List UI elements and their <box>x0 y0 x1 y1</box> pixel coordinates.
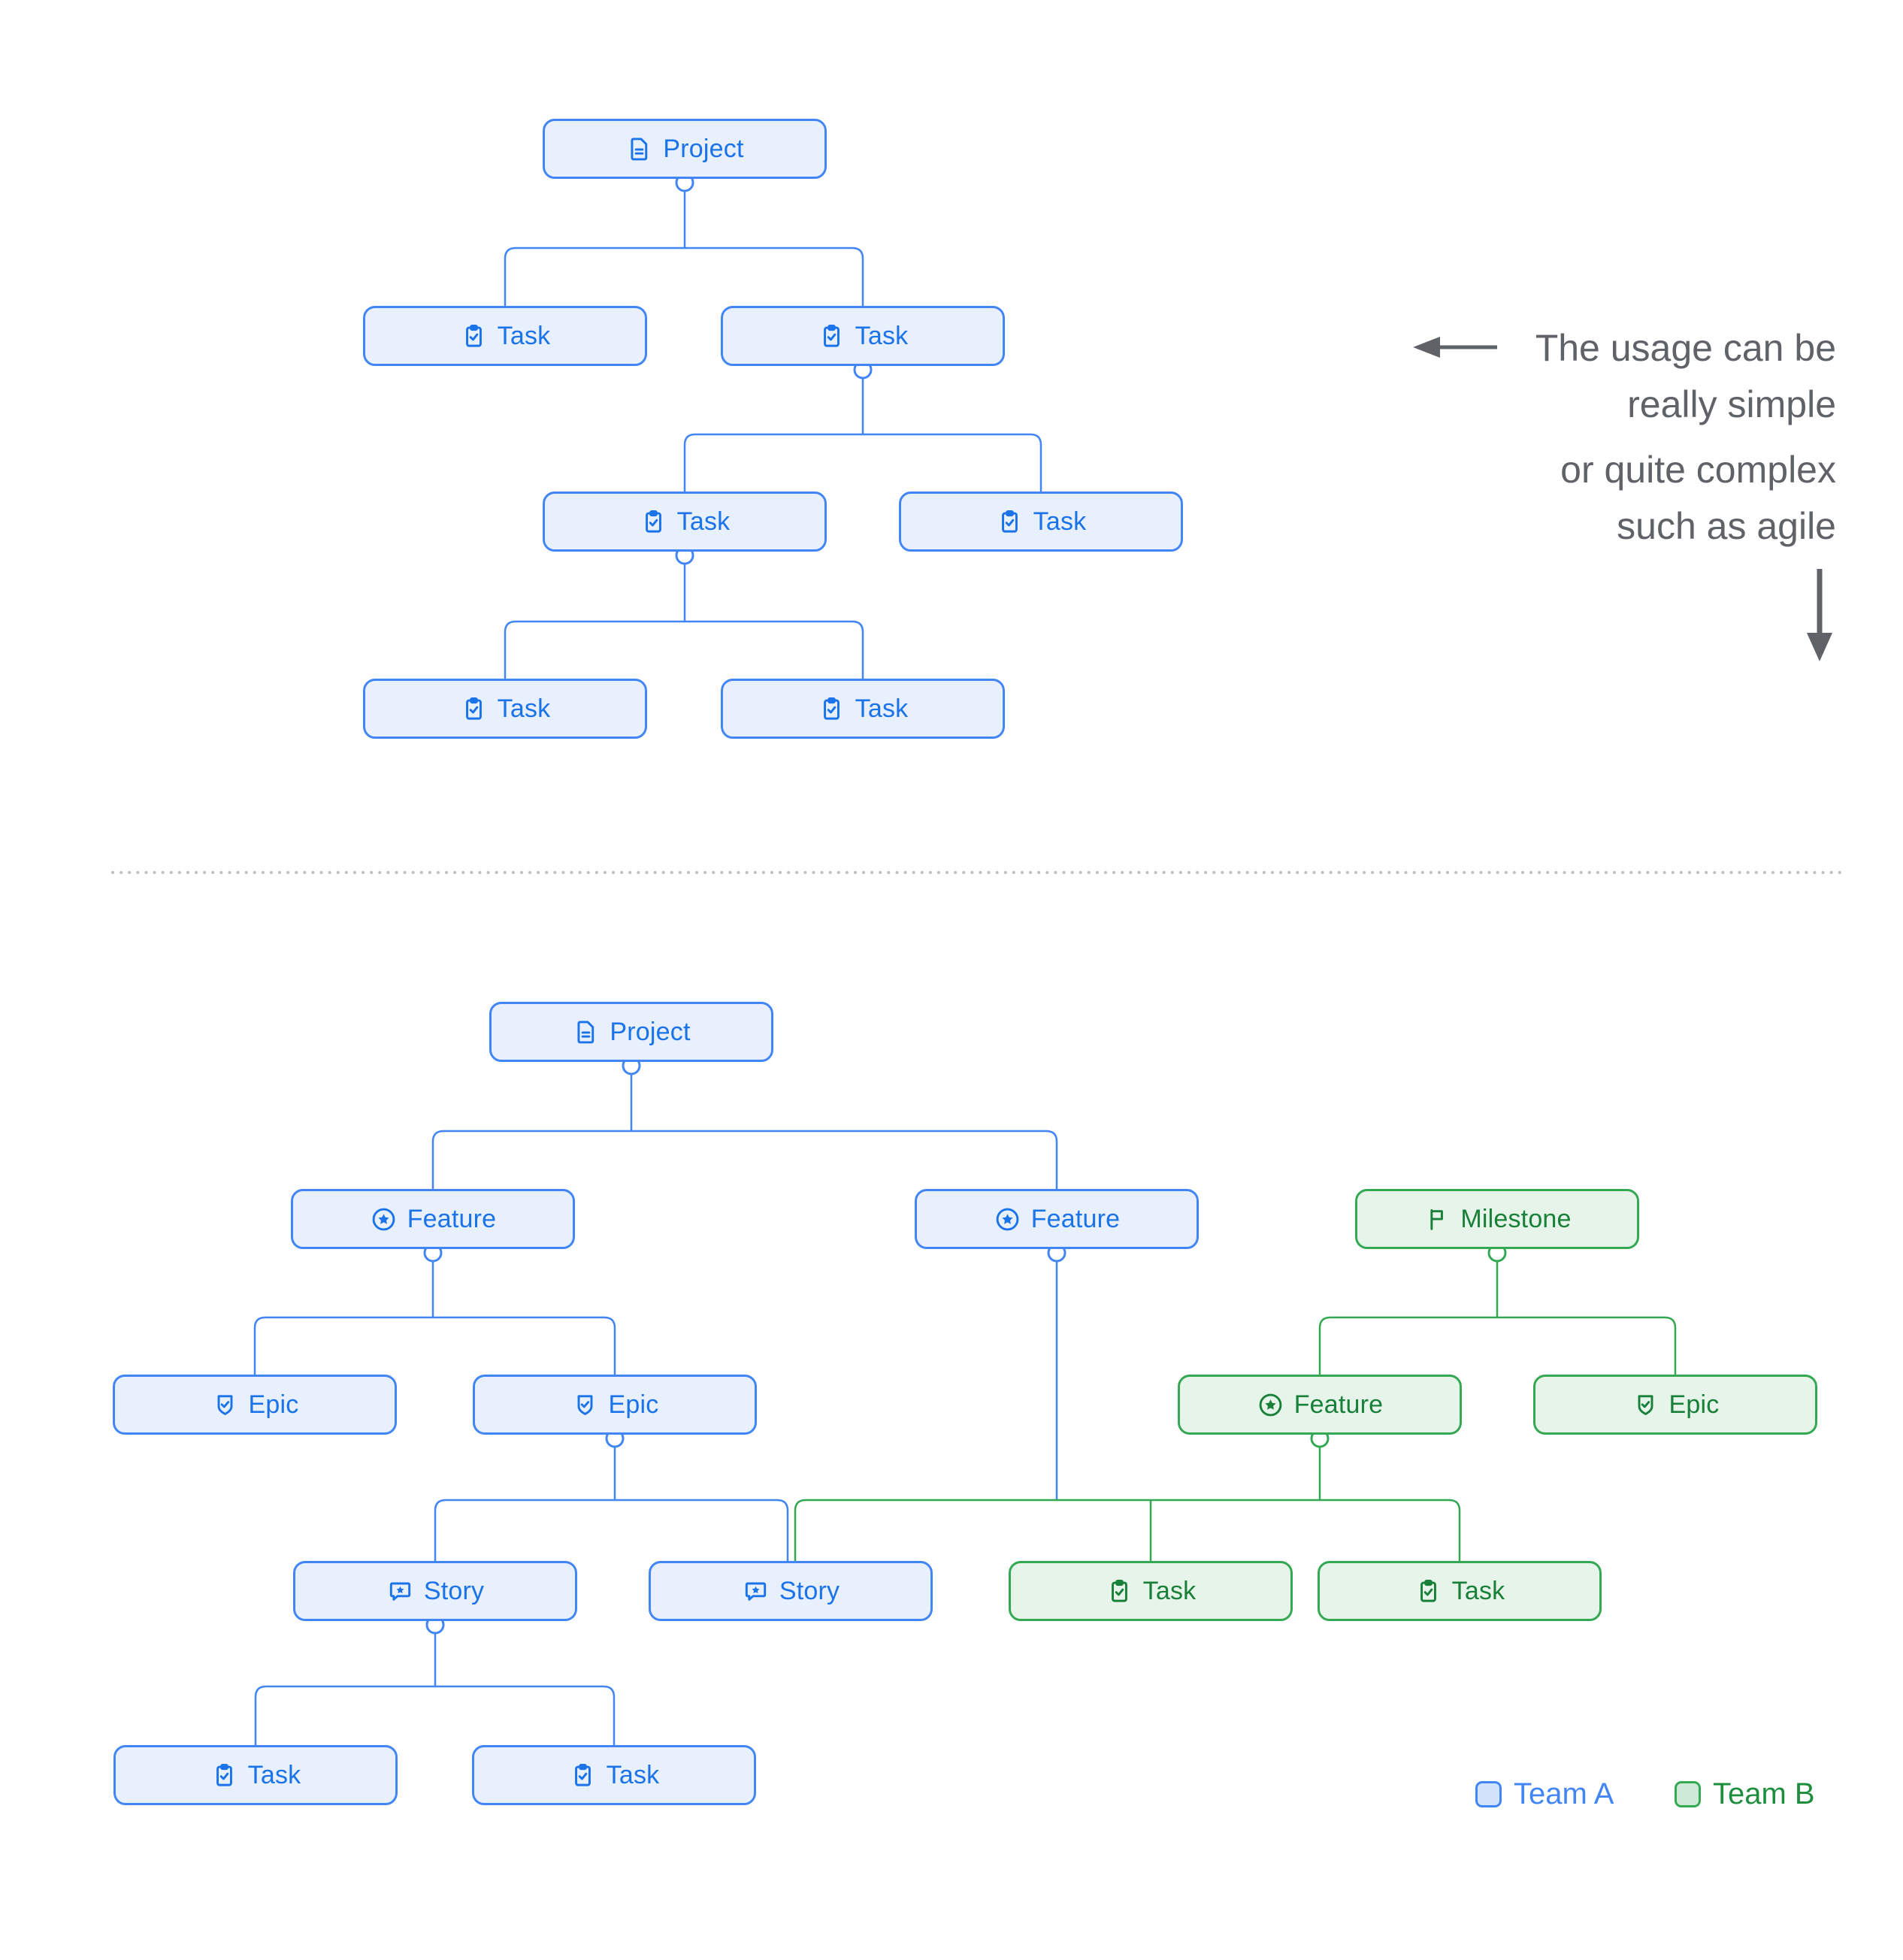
connector <box>794 1447 1461 1561</box>
node-simple-task-5: Task <box>363 679 647 739</box>
node-simple-task-3: Task <box>543 492 827 552</box>
node-label: Epic <box>248 1390 299 1419</box>
node-agile-milestone: Milestone <box>1355 1189 1639 1249</box>
connector <box>434 1447 789 1561</box>
connector <box>254 1633 616 1745</box>
task-icon <box>823 324 840 347</box>
epic-icon <box>1638 1394 1653 1415</box>
node-label: Milestone <box>1460 1204 1572 1233</box>
team-b-swatch <box>1675 1780 1701 1807</box>
node-agile-task-b1: Task <box>1009 1561 1293 1621</box>
node-label: Project <box>663 134 744 163</box>
node-agile-project: Project <box>489 1002 773 1062</box>
down-arrow <box>1807 569 1832 661</box>
task-icon <box>574 1763 591 1786</box>
node-label: Epic <box>608 1390 659 1419</box>
task-icon <box>1001 510 1018 533</box>
task-icon <box>1111 1579 1127 1602</box>
team-a-swatch <box>1475 1780 1502 1807</box>
node-simple-task-4: Task <box>899 492 1183 552</box>
node-label: Task <box>1142 1576 1197 1605</box>
node-label: Task <box>247 1760 301 1789</box>
node-simple-task-1: Task <box>363 306 647 366</box>
milestone-icon <box>1430 1208 1444 1230</box>
feature-icon <box>372 1208 395 1230</box>
project-icon <box>577 1020 594 1043</box>
annotation-text: The usage can be really simple or quite … <box>1535 320 1836 555</box>
connector <box>431 1074 1058 1189</box>
node-agile-feature-1: Feature <box>291 1189 575 1249</box>
annotation-line: such as agile <box>1617 505 1836 547</box>
node-label: Task <box>855 321 909 350</box>
node-agile-story-1: Story <box>293 1561 577 1621</box>
task-icon <box>645 510 661 533</box>
node-label: Feature <box>1030 1204 1121 1233</box>
epic-icon <box>577 1394 592 1415</box>
task-icon <box>465 697 482 720</box>
node-simple-project: Project <box>543 119 827 179</box>
node-label: Task <box>855 694 909 723</box>
feature-icon <box>1259 1393 1282 1416</box>
legend-team-a: Team A <box>1475 1776 1614 1812</box>
node-simple-task-6: Task <box>721 679 1005 739</box>
project-icon <box>631 137 648 160</box>
node-agile-task-a1: Task <box>113 1745 398 1805</box>
annotation-line: really simple <box>1627 383 1836 425</box>
node-label: Feature <box>407 1204 497 1233</box>
connector <box>683 378 1042 492</box>
task-icon <box>1420 1579 1436 1602</box>
annotation-line: The usage can be <box>1535 327 1836 369</box>
connector <box>253 1261 616 1375</box>
node-simple-task-2: Task <box>721 306 1005 366</box>
node-label: Task <box>676 507 731 536</box>
task-icon <box>465 324 482 347</box>
connector <box>1318 1261 1677 1375</box>
feature-icon <box>996 1208 1019 1230</box>
task-icon <box>823 697 840 720</box>
node-label: Project <box>610 1017 691 1046</box>
story-icon <box>745 1582 766 1601</box>
left-arrow <box>1413 337 1497 358</box>
node-agile-epic-2: Epic <box>473 1375 757 1435</box>
node-label: Task <box>606 1760 660 1789</box>
legend-team-b: Team B <box>1675 1776 1815 1812</box>
node-agile-task-b2: Task <box>1318 1561 1602 1621</box>
node-label: Epic <box>1669 1390 1720 1419</box>
task-icon <box>216 1763 232 1786</box>
node-label: Feature <box>1293 1390 1384 1419</box>
node-label: Task <box>497 321 551 350</box>
connector <box>504 191 864 306</box>
node-agile-task-a2: Task <box>472 1745 756 1805</box>
connector <box>504 564 864 679</box>
node-agile-epic-3: Epic <box>1533 1375 1817 1435</box>
node-agile-story-2: Story <box>649 1561 933 1621</box>
epic-icon <box>217 1394 232 1415</box>
node-agile-feature-3: Feature <box>1178 1375 1462 1435</box>
node-label: Task <box>1033 507 1087 536</box>
node-agile-feature-2: Feature <box>915 1189 1199 1249</box>
node-label: Story <box>779 1576 840 1605</box>
story-icon <box>389 1582 410 1601</box>
team-a-label: Team A <box>1514 1777 1614 1810</box>
node-label: Task <box>497 694 551 723</box>
team-b-label: Team B <box>1713 1777 1815 1810</box>
node-label: Story <box>423 1576 485 1605</box>
node-agile-epic-1: Epic <box>113 1375 397 1435</box>
annotation-line: or quite complex <box>1560 449 1836 491</box>
node-label: Task <box>1451 1576 1505 1605</box>
